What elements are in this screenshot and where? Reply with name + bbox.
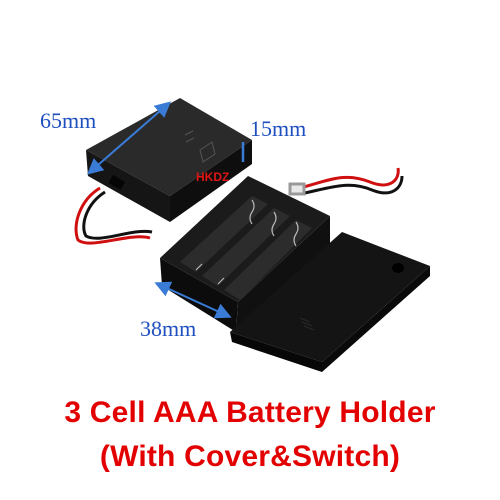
caption-line-1: 3 Cell AAA Battery Holder — [64, 396, 436, 429]
right-wires — [288, 167, 404, 196]
width-arrow — [154, 281, 232, 319]
height-label: 15mm — [250, 116, 307, 141]
product-photo — [74, 98, 430, 372]
battery-cover — [230, 232, 430, 372]
brand-mark: HKDZ — [196, 170, 230, 184]
ce-mark-icon — [184, 130, 216, 163]
width-label: 38mm — [140, 316, 197, 341]
left-wires — [74, 186, 153, 245]
caption-line-2: (With Cover&Switch) — [99, 440, 401, 473]
length-label: 65mm — [40, 108, 97, 133]
length-arrow — [86, 101, 172, 175]
